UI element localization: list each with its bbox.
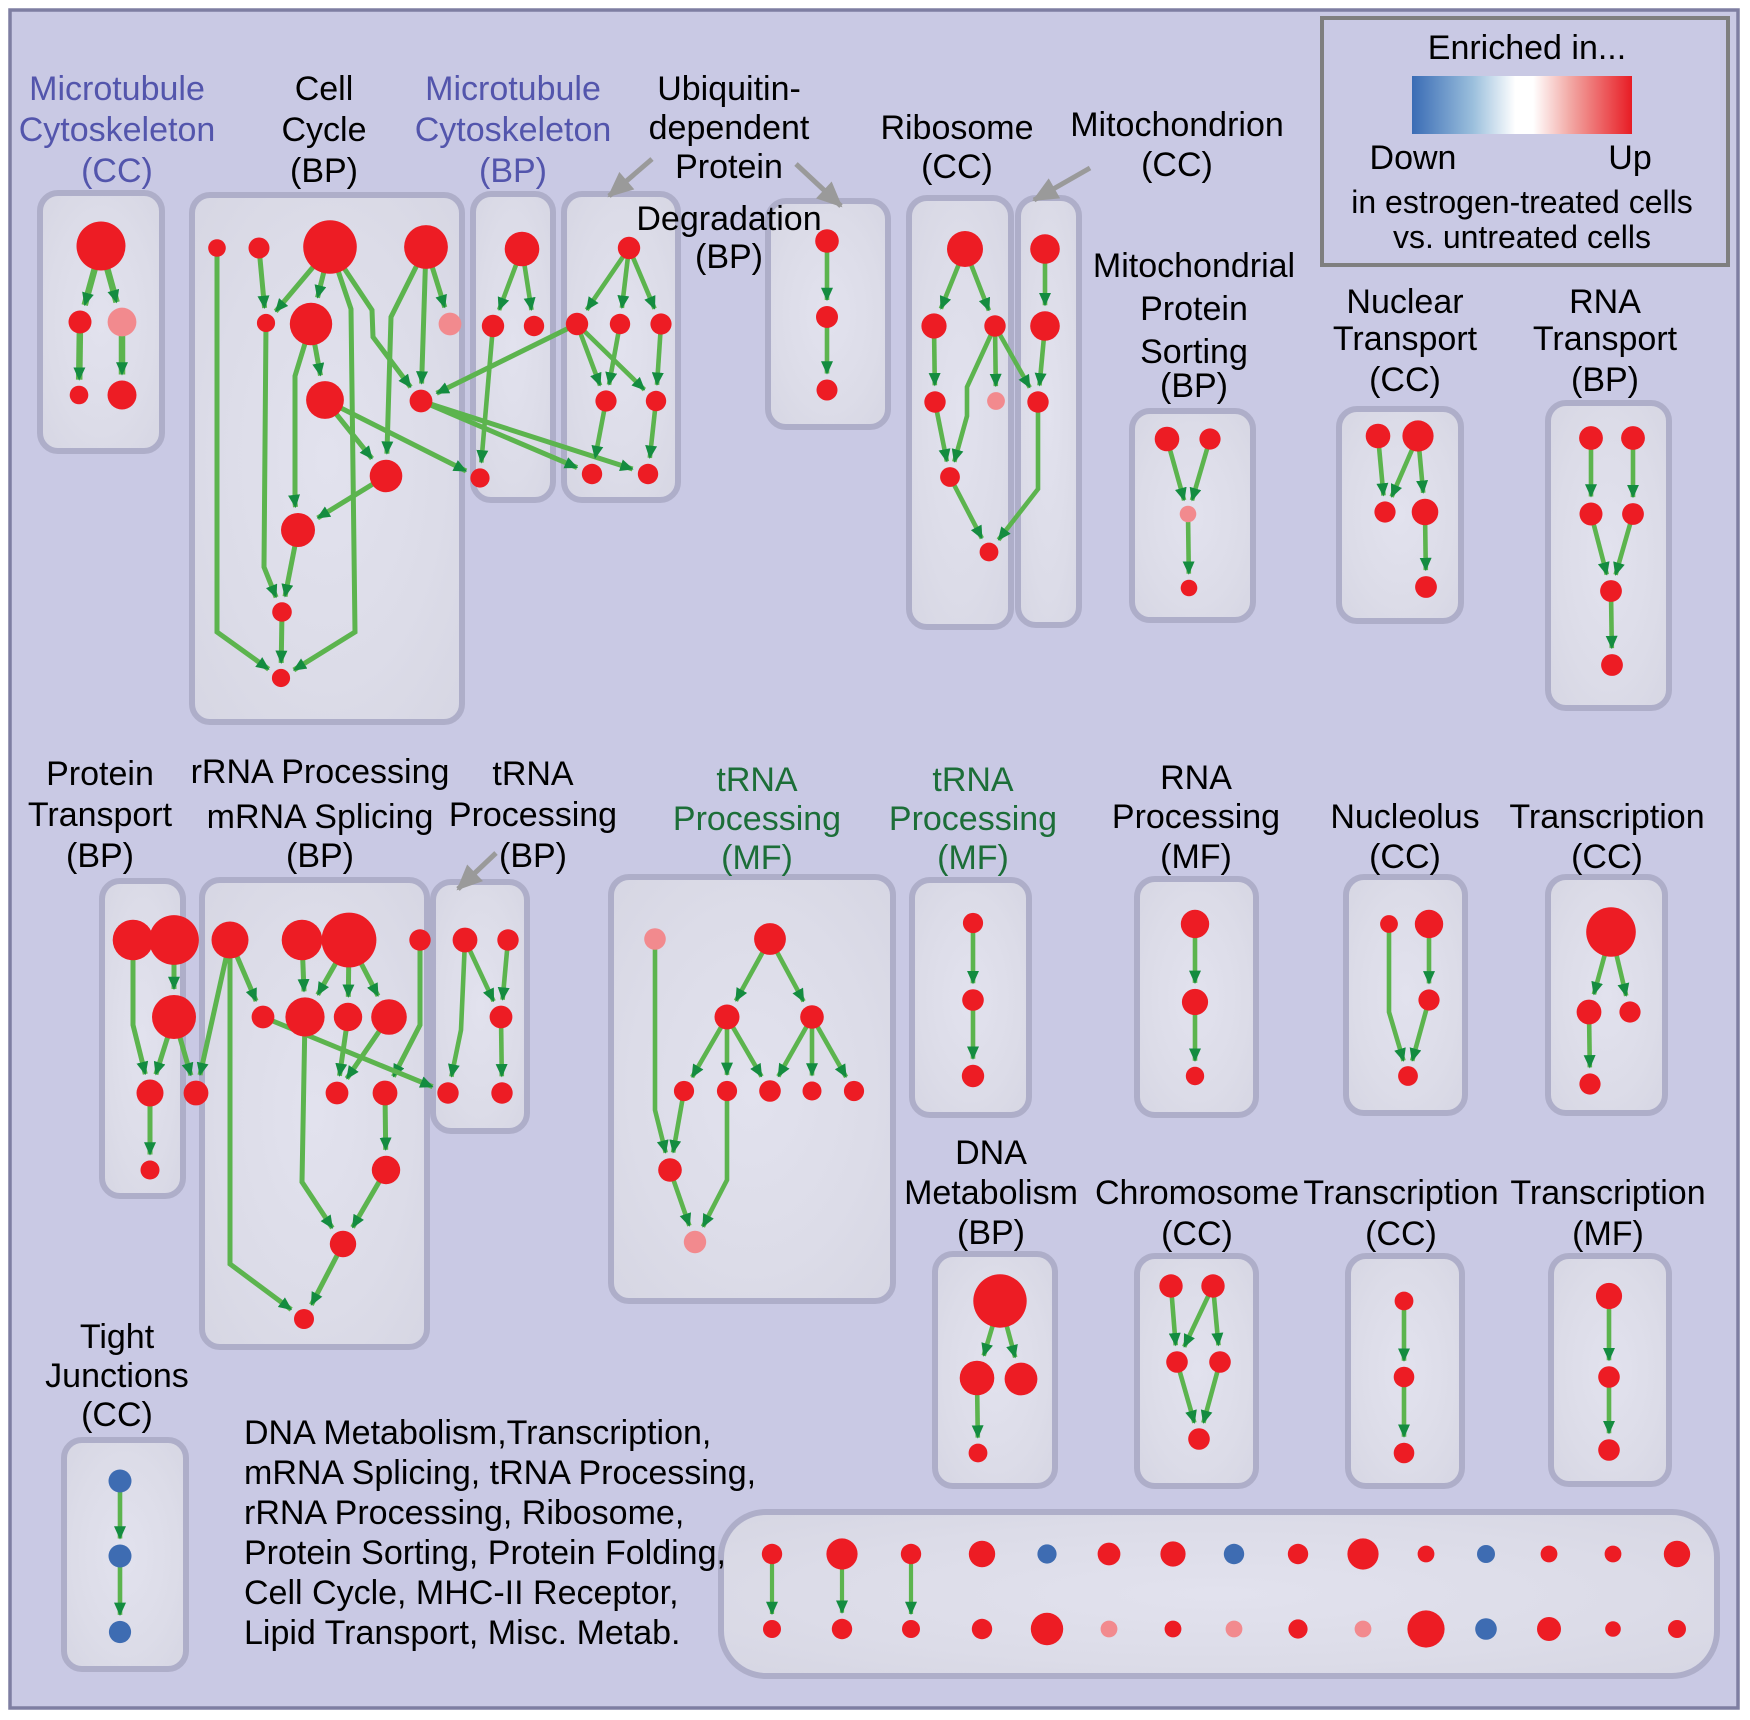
svg-text:Cell: Cell	[295, 70, 354, 108]
svg-text:DNA: DNA	[955, 1134, 1027, 1172]
svg-text:Transport: Transport	[28, 796, 173, 834]
svg-text:Chromosome: Chromosome	[1095, 1174, 1299, 1212]
svg-text:Down: Down	[1370, 139, 1457, 177]
svg-text:tRNA: tRNA	[716, 761, 798, 799]
svg-text:Protein: Protein	[1140, 290, 1248, 328]
svg-text:rRNA Processing: rRNA Processing	[191, 753, 450, 791]
svg-text:(CC): (CC)	[921, 148, 993, 186]
svg-text:Microtubule: Microtubule	[29, 70, 205, 108]
svg-text:Junctions: Junctions	[45, 1357, 189, 1395]
svg-text:Enriched in...: Enriched in...	[1428, 29, 1626, 67]
svg-text:(BP): (BP)	[1571, 361, 1639, 399]
svg-text:mRNA Splicing, tRNA Processing: mRNA Splicing, tRNA Processing,	[244, 1454, 756, 1492]
svg-text:vs. untreated cells: vs. untreated cells	[1393, 219, 1651, 255]
svg-text:(CC): (CC)	[81, 152, 153, 190]
svg-text:Ubiquitin-: Ubiquitin-	[657, 70, 801, 108]
svg-text:(MF): (MF)	[721, 839, 793, 877]
svg-text:dependent: dependent	[649, 109, 810, 147]
svg-text:Processing: Processing	[889, 800, 1057, 838]
svg-text:Up: Up	[1608, 139, 1651, 177]
svg-text:(BP): (BP)	[290, 152, 358, 190]
svg-text:(BP): (BP)	[66, 837, 134, 875]
svg-text:Lipid Transport, Misc. Metab.: Lipid Transport, Misc. Metab.	[244, 1614, 681, 1652]
svg-text:(CC): (CC)	[1571, 838, 1643, 876]
svg-text:Microtubule: Microtubule	[425, 70, 601, 108]
svg-text:(MF): (MF)	[1572, 1215, 1644, 1253]
svg-text:rRNA Processing, Ribosome,: rRNA Processing, Ribosome,	[244, 1494, 684, 1532]
svg-text:Tight: Tight	[80, 1318, 155, 1356]
svg-text:in estrogen-treated cells: in estrogen-treated cells	[1351, 184, 1693, 220]
svg-text:Cell Cycle, MHC-II Receptor,: Cell Cycle, MHC-II Receptor,	[244, 1574, 679, 1612]
svg-text:(BP): (BP)	[479, 152, 547, 190]
svg-text:RNA: RNA	[1160, 759, 1232, 797]
svg-text:RNA: RNA	[1569, 283, 1641, 321]
svg-text:Processing: Processing	[1112, 798, 1280, 836]
svg-text:DNA Metabolism,Transcription,: DNA Metabolism,Transcription,	[244, 1414, 711, 1452]
svg-text:(CC): (CC)	[1369, 838, 1441, 876]
svg-text:(BP): (BP)	[1160, 367, 1228, 405]
svg-text:(MF): (MF)	[1160, 838, 1232, 876]
svg-text:Sorting: Sorting	[1140, 333, 1248, 371]
svg-text:(BP): (BP)	[695, 238, 763, 276]
svg-text:(CC): (CC)	[1369, 361, 1441, 399]
svg-text:Transcription: Transcription	[1509, 798, 1704, 836]
svg-text:(BP): (BP)	[286, 837, 354, 875]
svg-text:Protein Sorting, Protein Foldi: Protein Sorting, Protein Folding,	[244, 1534, 726, 1572]
svg-text:Protein: Protein	[675, 148, 783, 186]
svg-text:(CC): (CC)	[1161, 1215, 1233, 1253]
svg-text:(CC): (CC)	[1141, 146, 1213, 184]
svg-text:Cytoskeleton: Cytoskeleton	[19, 111, 216, 149]
svg-text:(BP): (BP)	[499, 837, 567, 875]
svg-text:(CC): (CC)	[1365, 1215, 1437, 1253]
svg-text:Nucleolus: Nucleolus	[1330, 798, 1479, 836]
svg-text:tRNA: tRNA	[932, 761, 1014, 799]
svg-text:Metabolism: Metabolism	[904, 1174, 1078, 1212]
svg-text:Transport: Transport	[1333, 320, 1478, 358]
svg-text:mRNA Splicing: mRNA Splicing	[207, 798, 434, 836]
svg-text:Transcription: Transcription	[1303, 1174, 1498, 1212]
svg-text:Ribosome: Ribosome	[880, 109, 1033, 147]
svg-text:Cycle: Cycle	[281, 111, 366, 149]
svg-text:(MF): (MF)	[937, 839, 1009, 877]
svg-text:(BP): (BP)	[957, 1214, 1025, 1252]
svg-text:Nuclear: Nuclear	[1346, 283, 1463, 321]
svg-text:Protein: Protein	[46, 755, 154, 793]
svg-text:Transport: Transport	[1533, 320, 1678, 358]
svg-text:Degradation: Degradation	[636, 200, 821, 238]
svg-text:Processing: Processing	[449, 796, 617, 834]
svg-text:Processing: Processing	[673, 800, 841, 838]
svg-text:(CC): (CC)	[81, 1396, 153, 1434]
svg-text:Cytoskeleton: Cytoskeleton	[415, 111, 612, 149]
svg-text:Mitochondrion: Mitochondrion	[1070, 106, 1284, 144]
svg-text:tRNA: tRNA	[492, 755, 574, 793]
svg-text:Transcription: Transcription	[1510, 1174, 1705, 1212]
svg-text:Mitochondrial: Mitochondrial	[1093, 247, 1295, 285]
